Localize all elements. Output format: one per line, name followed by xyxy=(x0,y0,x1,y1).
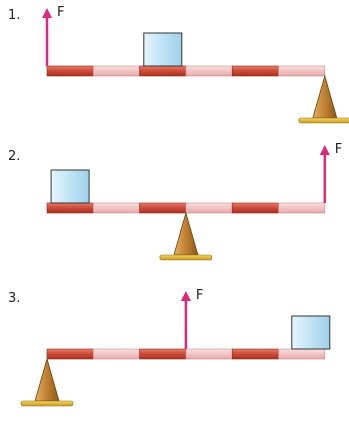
fulcrum xyxy=(159,211,213,261)
lever-segment-1 xyxy=(46,202,94,214)
lever-segment-3 xyxy=(139,65,187,77)
lever-segment-2 xyxy=(93,348,140,360)
lever-segment-3 xyxy=(139,202,187,214)
fulcrum-base xyxy=(159,254,213,261)
fulcrum-triangle xyxy=(312,74,338,119)
lever-segment-4 xyxy=(185,348,233,360)
lever-segment-4 xyxy=(185,65,233,77)
force-arrow: F xyxy=(180,288,203,349)
lever-bar xyxy=(46,202,326,214)
force-arrow: F xyxy=(42,5,64,66)
weight-block xyxy=(143,32,183,67)
force-arrow: F xyxy=(319,142,342,203)
lever-segment-6 xyxy=(278,348,326,360)
weight-block xyxy=(291,315,331,350)
weight-block xyxy=(50,169,90,204)
lever-bar xyxy=(46,65,326,77)
force-label: F xyxy=(57,5,64,20)
lever-segment-1 xyxy=(46,65,94,77)
lever-segment-2 xyxy=(93,202,140,214)
fulcrum-base xyxy=(298,117,349,124)
lever-problem-2: 2. F xyxy=(8,142,342,261)
force-label: F xyxy=(335,142,342,157)
force-arrow-head xyxy=(42,8,52,18)
lever-segment-5 xyxy=(231,65,279,77)
lever-segment-6 xyxy=(278,65,326,77)
lever-segment-3 xyxy=(139,348,187,360)
lever-segment-5 xyxy=(231,348,279,360)
lever-segment-4 xyxy=(185,202,233,214)
lever-bar xyxy=(46,348,326,360)
problem-number: 1. xyxy=(8,8,20,23)
force-arrow-head xyxy=(180,291,191,301)
force-label: F xyxy=(196,288,203,303)
lever-segment-2 xyxy=(93,65,140,77)
lever-segment-6 xyxy=(278,202,326,214)
fulcrum-triangle xyxy=(34,357,60,402)
lever-segment-5 xyxy=(231,202,279,214)
problem-number: 3. xyxy=(8,291,20,306)
lever-problem-1: 1. F xyxy=(8,5,349,124)
fulcrum-base xyxy=(20,400,74,407)
problem-number: 2. xyxy=(8,149,20,164)
lever-segment-1 xyxy=(46,348,94,360)
lever-problem-3: 3. F xyxy=(8,288,331,407)
fulcrum-triangle xyxy=(173,211,199,256)
fulcrum xyxy=(20,357,74,407)
fulcrum xyxy=(298,74,349,124)
force-arrow-head xyxy=(319,145,330,155)
